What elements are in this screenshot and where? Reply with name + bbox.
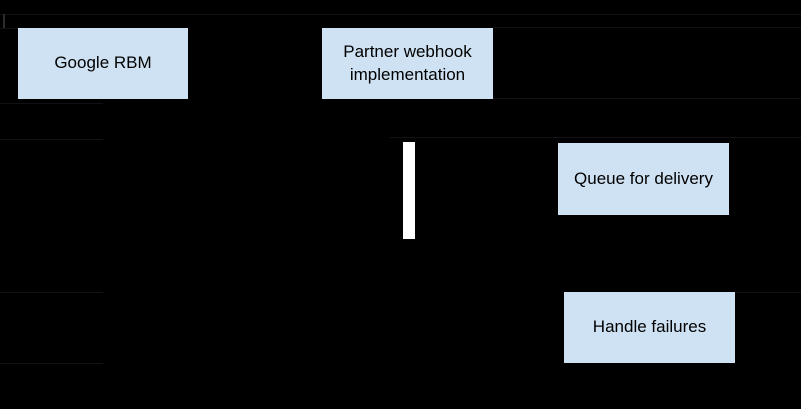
faint-left-arrow-line-2 bbox=[0, 139, 103, 140]
faint-right-row-top-line bbox=[493, 27, 801, 28]
faint-bottom-row-bottom-line bbox=[0, 363, 103, 364]
faint-left-arrow-line-1 bbox=[0, 103, 103, 104]
participant-label-google-rbm: Google RBM bbox=[54, 53, 152, 73]
faint-bottom-row-top-line-right bbox=[735, 292, 801, 293]
faint-middle-line bbox=[390, 137, 801, 138]
participant-box-google-rbm: Google RBM bbox=[18, 28, 188, 99]
faint-right-row-bottom-line bbox=[493, 98, 801, 99]
note-box-queue-for-delivery: Queue for delivery bbox=[558, 143, 729, 215]
participant-box-partner-webhook: Partner webhook implementation bbox=[322, 28, 493, 99]
note-label-queue-for-delivery: Queue for delivery bbox=[574, 168, 713, 188]
faint-bottom-row-top-line-left bbox=[0, 292, 103, 293]
note-box-handle-failures: Handle failures bbox=[564, 292, 735, 363]
activation-bar bbox=[403, 142, 415, 239]
faint-left-stub-line bbox=[0, 28, 18, 29]
participant-label-partner-webhook: Partner webhook implementation bbox=[343, 42, 472, 84]
faint-frame-corner-line bbox=[3, 14, 5, 29]
faint-frame-top-line bbox=[0, 14, 801, 15]
note-label-handle-failures: Handle failures bbox=[592, 317, 707, 337]
